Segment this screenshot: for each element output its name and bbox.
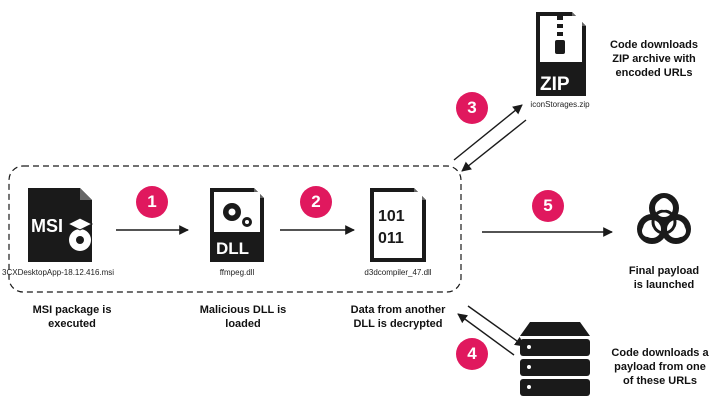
msi-caption: MSI package is executed — [32, 304, 112, 330]
dll-filename: ffmpeg.dll — [219, 268, 255, 277]
bin-caption: Data from another DLL is decrypted — [350, 304, 446, 330]
step-badge-2: 2 — [300, 186, 332, 218]
binary-file-icon: 101 011 — [370, 188, 426, 262]
zip-caption: Code downloads ZIP archive with encoded … — [610, 39, 698, 79]
arrow-to-server — [467, 305, 525, 347]
step-badge-4: 4 — [456, 338, 488, 370]
zip-icon-text: ZIP — [540, 74, 570, 95]
msi-installer-icon: MSI — [28, 188, 94, 262]
dashed-group-box — [8, 165, 462, 293]
server-stack-icon — [520, 322, 590, 396]
arrow-to-zip — [453, 104, 523, 161]
zip-filename: iconStorages.zip — [530, 100, 590, 109]
msi-filename: 3CXDesktopApp-18.12.416.msi — [2, 268, 115, 277]
server-caption: Code downloads a payload from one of the… — [611, 347, 709, 387]
bin-icon-line2: 011 — [378, 230, 404, 247]
bin-icon-line1: 101 — [378, 208, 405, 225]
bin-filename: d3dcompiler_47.dll — [364, 268, 432, 277]
dll-gear-icon: DLL — [210, 188, 264, 262]
msi-icon-text: MSI — [31, 216, 63, 236]
step-badge-5: 5 — [532, 190, 564, 222]
zip-archive-icon: ZIP — [536, 12, 586, 96]
arrow-from-server — [457, 313, 515, 356]
arrow-from-zip — [461, 119, 527, 172]
dll-icon-text: DLL — [216, 239, 249, 258]
step-badge-1: 1 — [136, 186, 168, 218]
biohazard-icon — [637, 193, 691, 244]
payload-caption: Final payload is launched — [628, 265, 700, 291]
step-badge-3: 3 — [456, 92, 488, 124]
dll-caption: Malicious DLL is loaded — [199, 304, 287, 330]
